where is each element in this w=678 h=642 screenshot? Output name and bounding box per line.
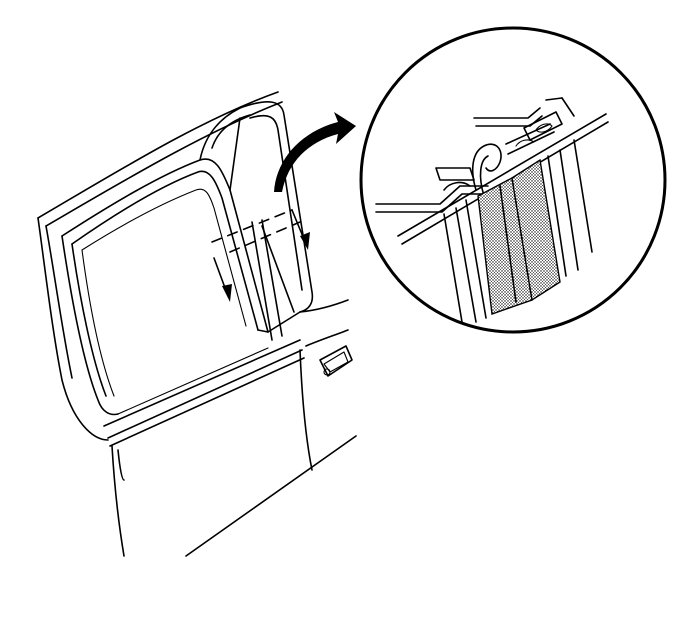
door-drawing [37,91,357,557]
removal-direction-arrow-icon [213,209,310,302]
magnified-detail-circle [359,26,667,334]
callout-arrow-icon [274,112,356,192]
section-cut-lines [211,209,301,253]
